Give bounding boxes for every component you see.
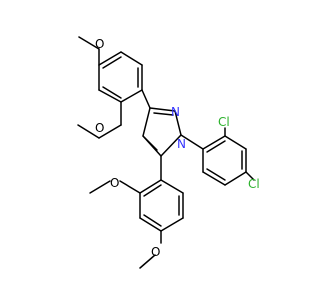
bond [77,124,100,139]
bond [160,217,184,232]
atom-label-oxygen-upper-ortho: O [95,121,104,135]
bond [120,51,143,66]
bond [206,168,226,181]
bond [119,180,141,194]
bond [160,134,182,157]
atom-label-nitrogen-n2: N [171,105,180,119]
atom-label-nitrogen-n1: N [177,137,186,151]
atom-label-chlorine-ortho: Cl [218,115,230,129]
bond [142,107,151,137]
atom-label-oxygen-upper-para: O [95,37,104,51]
bond [139,217,162,232]
bond [139,179,162,194]
atom-label-oxygen-lower-ortho: O [110,176,119,190]
bond [143,136,158,151]
bond [120,89,143,103]
bond [174,110,182,136]
bond [202,171,226,186]
bond [102,86,122,99]
bond [102,56,122,69]
bond [98,51,122,66]
bond [89,180,111,194]
bond [143,214,162,227]
bond-layer [77,36,255,269]
bond [224,171,247,186]
bond [153,112,174,116]
bond [180,134,204,150]
bond [149,107,176,112]
bond [141,89,151,109]
bond [143,184,162,197]
bond [98,89,122,103]
atom-label-chlorine-para: Cl [248,177,260,191]
bond [224,135,247,150]
bond [139,254,156,269]
bond [202,135,226,150]
atom-label-oxygen-lower-para: O [151,245,160,259]
bond [78,36,100,50]
bond [245,171,255,181]
molecule-structure-diagram: N N Cl Cl O O O O [77,36,260,269]
atom-label-layer: N N Cl Cl O O O O [95,37,260,259]
bond [160,179,184,194]
bond [98,124,122,139]
bond [206,140,226,153]
